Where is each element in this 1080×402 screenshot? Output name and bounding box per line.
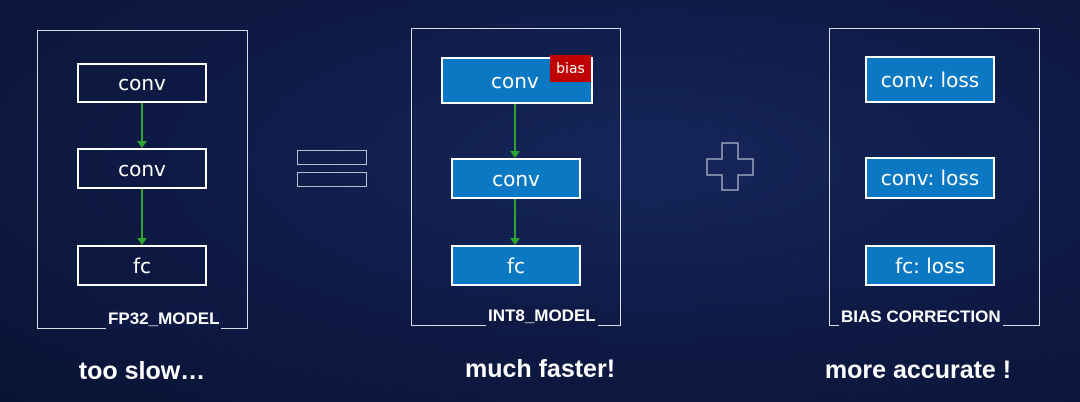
int8-model-label: INT8_MODEL bbox=[486, 306, 598, 326]
int8-fc-node: fc bbox=[451, 245, 581, 286]
plus-icon bbox=[706, 142, 754, 191]
fp32-fc-node: fc bbox=[77, 245, 207, 286]
equals-icon bbox=[297, 150, 367, 165]
fp32-conv-node-1: conv bbox=[77, 63, 207, 103]
bias-fc-loss-node: fc: loss bbox=[865, 245, 995, 286]
bias-conv-loss-node-2: conv: loss bbox=[865, 157, 995, 199]
bias-caption: more accurate ! bbox=[824, 356, 1012, 384]
fp32-model-label: FP32_MODEL bbox=[106, 309, 222, 329]
arrow-icon bbox=[137, 189, 147, 245]
arrow-icon bbox=[510, 199, 520, 245]
arrow-icon bbox=[510, 104, 520, 158]
int8-caption: much faster! bbox=[464, 355, 616, 383]
arrow-icon bbox=[137, 103, 147, 148]
bias-correction-label: BIAS CORRECTION bbox=[839, 307, 1003, 327]
bias-conv-loss-node-1: conv: loss bbox=[865, 56, 995, 103]
bias-tag: bias bbox=[550, 55, 591, 82]
equals-icon bbox=[297, 172, 367, 187]
int8-conv-label: conv bbox=[491, 68, 539, 93]
fp32-conv-node-2: conv bbox=[77, 148, 207, 189]
fp32-caption: too slow… bbox=[78, 357, 206, 385]
int8-conv-node-2: conv bbox=[451, 158, 581, 199]
